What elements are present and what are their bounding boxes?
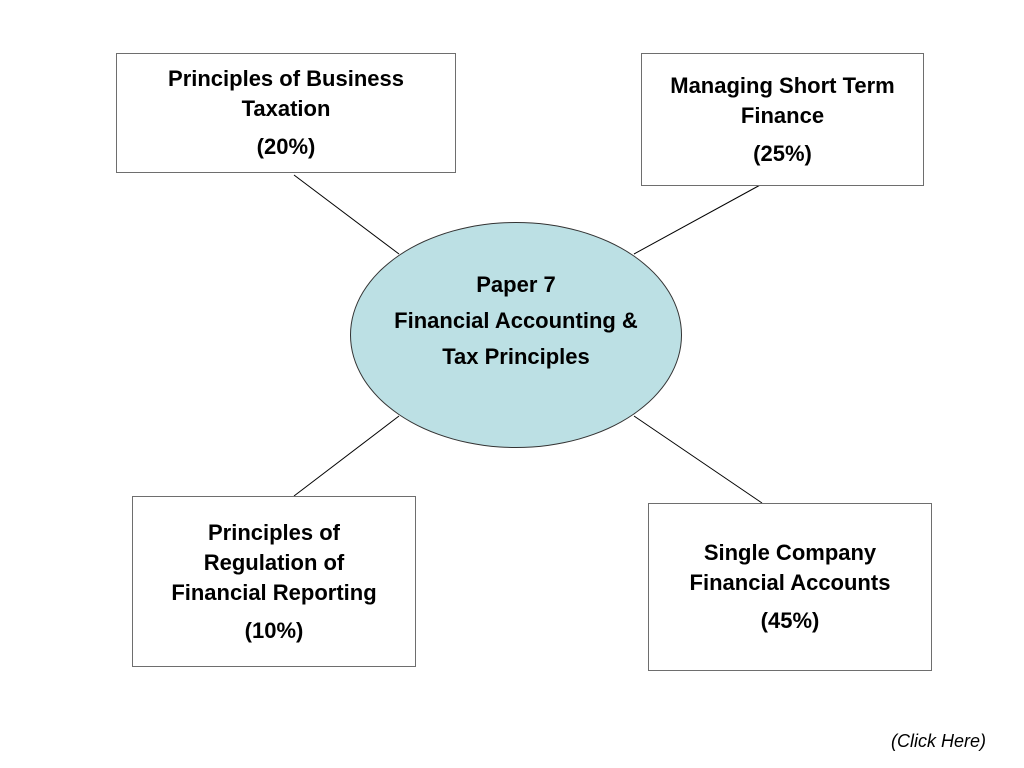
paper-number: Paper 7 [476,272,556,297]
connector-bottom-right [633,415,763,504]
topic-title-line: Regulation of [203,549,345,575]
topic-weight: (20%) [256,134,316,159]
topic-weight: (45%) [760,608,820,633]
connector-top-left [293,174,400,255]
paper-title-line: Financial Accounting & [394,308,638,333]
topic-box-single-company-accounts: Single Company Financial Accounts (45%) [648,503,932,671]
connector-bottom-left [293,415,400,497]
topic-title: Managing Short Term Finance [670,71,895,131]
topic-title-line: Taxation [241,96,331,121]
topic-title-line: Managing Short Term [670,72,895,98]
topic-box-regulation-reporting: Principles of Regulation of Financial Re… [132,496,416,667]
topic-title-line: Principles of Business [168,66,404,91]
connector-top-right [633,183,763,255]
topic-title-line: Principles of [207,519,341,545]
topic-weight: (25%) [753,140,812,166]
paper-title-line: Tax Principles [442,344,590,369]
topic-title-line: Financial Reporting [171,579,377,605]
topic-weight: (10%) [244,617,304,643]
click-here-link[interactable]: (Click Here) [890,731,986,751]
topic-title-line: Finance [740,102,825,128]
topic-box-short-term-finance: Managing Short Term Finance (25%) [641,53,924,186]
topic-title: Principles of Regulation of Financial Re… [171,518,376,608]
topic-title: Principles of Business Taxation [168,64,404,124]
topic-box-business-taxation: Principles of Business Taxation (20%) [116,53,456,173]
topic-title: Single Company Financial Accounts [690,538,891,598]
topic-title-line: Single Company [703,540,877,565]
topic-title-line: Financial Accounts [689,570,891,595]
paper-center-ellipse: Paper 7 Financial Accounting & Tax Princ… [350,222,682,448]
